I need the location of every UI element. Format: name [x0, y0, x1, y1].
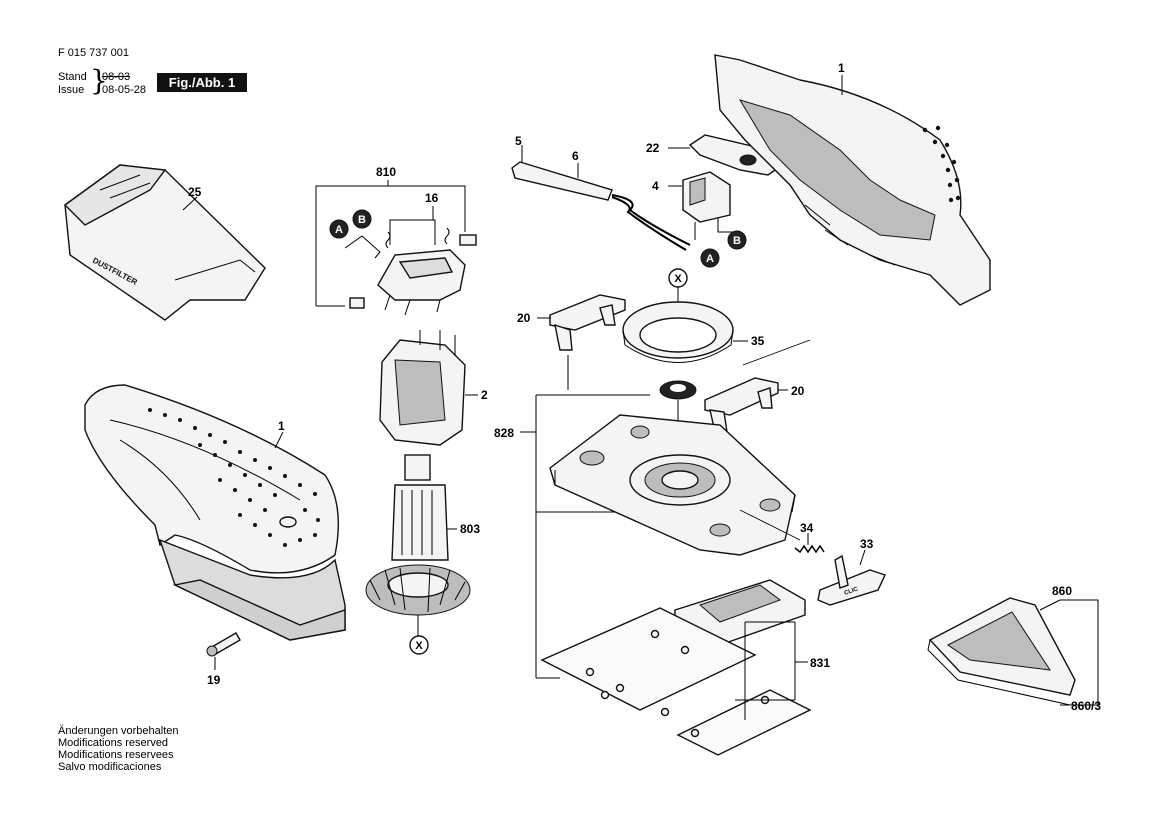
figure-label: Fig./Abb. 1: [157, 73, 247, 92]
stand-label: Stand: [58, 71, 87, 83]
issue-date: 08-05-28: [102, 84, 147, 96]
part-label-1-right: 1: [838, 61, 845, 75]
part-label-33: 33: [860, 537, 874, 551]
issue-label: Issue: [58, 84, 85, 96]
note-line: Modifications reserved: [58, 737, 169, 749]
part-label-5: 5: [515, 134, 522, 148]
part-label-803: 803: [460, 522, 480, 536]
part-label-20-left: 20: [517, 311, 531, 325]
bearing-part: [659, 380, 697, 400]
note-line: Salvo modificaciones: [58, 761, 162, 773]
document-number: F 015 737 001: [58, 47, 129, 59]
part-label-16: 16: [425, 191, 439, 205]
sanding-sheet-large: [540, 607, 757, 717]
svg-text:X: X: [674, 273, 682, 285]
housing-left-part: [84, 384, 346, 641]
part-label-828: 828: [494, 426, 514, 440]
part-label-1-left: 1: [278, 419, 285, 433]
part-label-34: 34: [800, 521, 814, 535]
note-line: Modifications reservees: [58, 749, 174, 761]
note-line: Änderungen vorbehalten: [58, 725, 179, 737]
callout-b-switch: B: [727, 230, 747, 250]
delta-attachment-part: [927, 597, 1076, 706]
svg-text:B: B: [733, 235, 741, 247]
part-label-35: 35: [751, 334, 765, 348]
clip-left-part: [549, 294, 626, 351]
part-label-19: 19: [207, 673, 221, 687]
brace-icon: }: [90, 64, 108, 97]
sanding-sheet-small: [676, 689, 812, 756]
armature-part: [365, 454, 471, 616]
part-label-4: 4: [652, 179, 659, 193]
carbon-brush-part: [459, 234, 477, 246]
part-label-25: 25: [188, 185, 202, 199]
part-label-6: 6: [572, 149, 579, 163]
callout-a-switch: A: [700, 248, 720, 268]
power-cable-part: [511, 161, 691, 251]
switch-cover-part: [688, 134, 780, 176]
callout-a-brush: A: [329, 219, 349, 239]
part-label-2: 2: [481, 388, 488, 402]
callout-x-bottom: X: [409, 635, 429, 655]
clic-label: CLIC: [844, 586, 860, 597]
screw-part: [206, 632, 241, 657]
clic-lever-part: CLIC: [817, 554, 886, 606]
part-label-810: 810: [376, 165, 396, 179]
part-label-831: 831: [810, 656, 830, 670]
part-label-20-right: 20: [791, 384, 805, 398]
svg-text:X: X: [415, 640, 423, 652]
callout-b-brush: B: [352, 209, 372, 229]
carbon-brush-part: [349, 297, 365, 309]
svg-text:A: A: [706, 253, 714, 265]
part-label-22: 22: [646, 141, 660, 155]
part-label-860: 860: [1052, 584, 1072, 598]
field-coil-part: [379, 330, 466, 446]
brush-holder-part: [344, 227, 466, 316]
callout-x-top: X: [668, 268, 688, 288]
switch-part: [682, 171, 738, 240]
base-plate-part: [549, 414, 796, 556]
svg-text:B: B: [358, 214, 366, 226]
stand-date: 08-03: [102, 71, 131, 83]
part-label-860-3: 860/3: [1071, 699, 1101, 713]
housing-right-part: [714, 54, 991, 306]
modification-notes: Änderungen vorbehalten Modifications res…: [58, 725, 178, 773]
spring-part: [794, 544, 825, 554]
svg-text:A: A: [335, 224, 343, 236]
dust-box-part: DUSTFILTER: [63, 164, 266, 321]
dust-ring-part: [622, 301, 734, 363]
